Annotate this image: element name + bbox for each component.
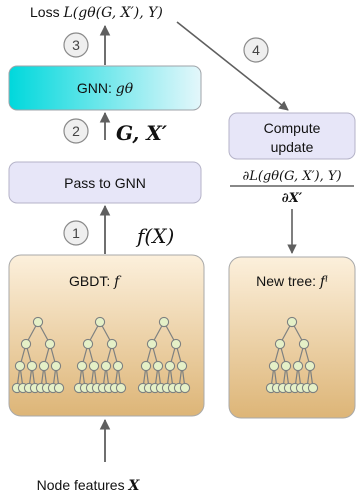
- gradient-numerator: ∂L(gθ(G, X′), Y): [242, 169, 341, 184]
- new-tree-node: [286, 316, 298, 328]
- gbdt-tree-2-node: [94, 316, 106, 328]
- gbdt-tree-3-node: [146, 338, 158, 350]
- gbdt-tree-1-node: [50, 360, 62, 372]
- new-tree-label: New tree: fⁱ: [256, 273, 328, 290]
- step-4-number: 4: [252, 42, 260, 58]
- gbdt-tree-ensemble: [11, 316, 191, 394]
- step-2-badge: 2: [63, 118, 89, 144]
- compute-update-line1: Compute: [264, 120, 321, 136]
- new-tree-node: [274, 338, 286, 350]
- gbdt-tree-2-node: [115, 382, 127, 394]
- step-3-number: 3: [72, 37, 80, 53]
- node-features-label: Node features X: [37, 477, 141, 494]
- gbdt-tree-3-node: [170, 338, 182, 350]
- new-tree-node: [307, 382, 319, 394]
- gbdt-tree-2-node: [100, 360, 112, 372]
- gradient-denominator: ∂X′: [282, 191, 303, 206]
- gnn-box-label: GNN: gθ: [77, 80, 134, 97]
- new-tree-box: New tree: fⁱ: [228, 256, 356, 419]
- compute-update-box: Compute update: [228, 112, 356, 160]
- new-tree-node: [280, 360, 292, 372]
- gbdt-tree-3-node: [158, 316, 170, 328]
- step-2-number: 2: [72, 123, 80, 139]
- gbdt-tree-1-node: [20, 338, 32, 350]
- gbdt-tree-3-node: [176, 360, 188, 372]
- compute-update-line2: update: [271, 139, 314, 155]
- gbdt-tree-1-node: [26, 360, 38, 372]
- step-1-number: 1: [72, 225, 80, 241]
- gbdt-tree-3-node: [140, 360, 152, 372]
- gbdt-tree-1-node: [14, 360, 26, 372]
- new-tree-node: [268, 360, 280, 372]
- loss-label-prefix: Loss: [30, 4, 63, 20]
- arrow-loss-to-compute: [176, 21, 289, 111]
- graph-features-label: G, X′: [116, 121, 168, 145]
- gbdt-tree-1-node: [53, 382, 65, 394]
- gnn-box: GNN: gθ: [8, 65, 202, 111]
- pass-to-gnn-label: Pass to GNN: [64, 175, 146, 191]
- gbdt-box: GBDT: f: [8, 254, 205, 417]
- fx-label: f(X): [135, 224, 174, 248]
- loss-label: Loss L(gθ(G, X′), Y): [30, 4, 163, 21]
- loss-formula: L(gθ(G, X′), Y): [62, 5, 162, 21]
- gbdt-tree-2-node: [88, 360, 100, 372]
- new-tree-node: [298, 338, 310, 350]
- new-tree-node: [292, 360, 304, 372]
- gbdt-tree-1-node: [32, 316, 44, 328]
- gbdt-tree-2-node: [106, 338, 118, 350]
- gbdt-tree-1-node: [38, 360, 50, 372]
- gbdt-tree-3-node: [179, 382, 191, 394]
- gbdt-tree-3-node: [164, 360, 176, 372]
- pass-to-gnn-box: Pass to GNN: [8, 161, 202, 204]
- step-3-badge: 3: [63, 32, 89, 58]
- gbdt-tree-2-node: [82, 338, 94, 350]
- gbdt-tree-2-node: [112, 360, 124, 372]
- gradient-fraction: ∂L(gθ(G, X′), Y) ∂X′: [230, 169, 354, 206]
- gbdt-tree-1-node: [44, 338, 56, 350]
- new-tree-drawing: [265, 316, 319, 394]
- gbdt-label: GBDT: f: [69, 273, 122, 290]
- step-4-badge: 4: [243, 37, 269, 63]
- new-tree-node: [304, 360, 316, 372]
- gbdt-tree-3-node: [152, 360, 164, 372]
- step-1-badge: 1: [63, 220, 89, 246]
- gbdt-tree-2-node: [76, 360, 88, 372]
